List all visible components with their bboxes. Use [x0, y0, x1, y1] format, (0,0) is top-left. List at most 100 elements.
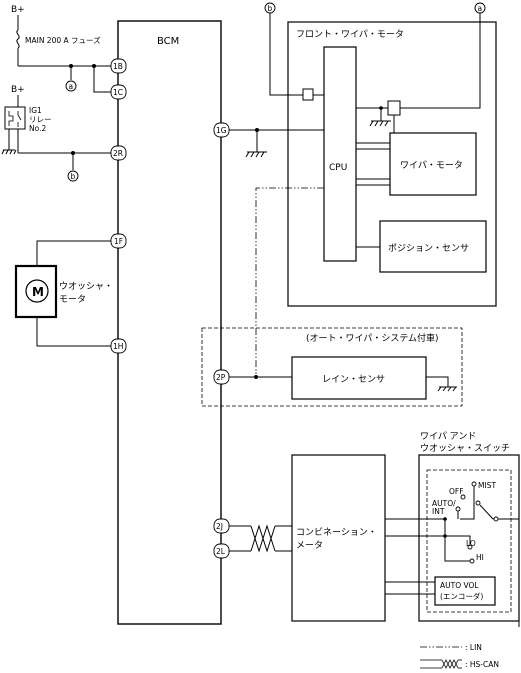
- svg-text:2P: 2P: [216, 373, 226, 382]
- contact-auto-int: [455, 506, 461, 512]
- auto-vol-encoder-box: [434, 576, 496, 606]
- ground-icon: [369, 120, 391, 127]
- contact-off: [460, 494, 466, 500]
- switch-off-label: OFF: [449, 487, 464, 496]
- switch-internal-wire: [427, 518, 445, 537]
- main-fuse-label: MAIN 200 A フューズ: [25, 35, 101, 45]
- auto-vol-label-1: AUTO VOL: [440, 581, 479, 590]
- switch-internal-wire: [460, 486, 475, 520]
- ig1-relay-symbol: [4, 106, 26, 130]
- relay-coil: [8, 111, 14, 126]
- relay-label-1: IG1: [29, 106, 42, 115]
- connector-b-left: [67, 170, 79, 182]
- wiper-motor-label: ワイパ・モータ: [400, 160, 463, 171]
- switch-internal-wire: [444, 536, 470, 562]
- wire-1h: [36, 317, 111, 347]
- ground-icon: [437, 386, 457, 392]
- wire-1c: [93, 66, 111, 93]
- relay-contact: [17, 111, 22, 127]
- contact-mist: [471, 481, 477, 487]
- pin-2l: 2L: [213, 543, 230, 559]
- lin-bus-line: [255, 187, 324, 377]
- contact-hi: [469, 558, 475, 564]
- relay-label-3: No.2: [29, 124, 46, 133]
- combination-meter-box: [291, 454, 386, 622]
- bcm-box: [117, 20, 222, 625]
- junction-dot: [254, 375, 258, 379]
- meter-label-2: メータ: [296, 540, 323, 551]
- contact-lo: [467, 544, 473, 550]
- pin-2j: 2J: [213, 518, 230, 534]
- wire-1f: [36, 240, 111, 266]
- switch-lo-label: LO: [466, 539, 476, 548]
- switch-title-2: ウオッシャ・スイッチ: [420, 443, 510, 454]
- ground-icon: [1, 149, 17, 155]
- svg-text:1F: 1F: [114, 237, 123, 246]
- pin-1f: 1F: [110, 233, 127, 249]
- switch-auto-label-2: INT: [432, 507, 445, 516]
- switch-inner-box: [426, 469, 512, 613]
- wire-b-to-cpu: [269, 13, 303, 96]
- legend-hscan-label: : HS-CAN: [465, 660, 499, 669]
- hs-can-twisted-pair: [229, 524, 292, 553]
- terminal-a: [387, 100, 401, 116]
- connector-b-right-label: b: [268, 4, 273, 13]
- legend-hscan-symbol: [420, 659, 462, 669]
- connector-a-left-label: a: [69, 82, 74, 91]
- svg-text:1C: 1C: [113, 88, 123, 97]
- switch-output-wire: [511, 518, 520, 627]
- pin-1b: 1B: [110, 58, 127, 74]
- connector-a-right-label: a: [478, 4, 483, 13]
- switch-contact-arm: [479, 504, 494, 520]
- svg-text:1G: 1G: [216, 126, 227, 135]
- pin-1g: 1G: [213, 122, 230, 138]
- rain-sensor-label: レイン・センサ: [322, 374, 385, 385]
- switch-internal-wire: [445, 535, 471, 544]
- position-sensor-label: ポジション・センサ: [388, 243, 469, 254]
- pin-1c: 1C: [110, 84, 127, 100]
- contact-common: [475, 500, 481, 506]
- svg-text:2J: 2J: [216, 522, 223, 531]
- bplus-top-label: B+: [11, 5, 25, 15]
- contact-arm-pivot: [493, 516, 499, 522]
- svg-text:1B: 1B: [113, 62, 123, 71]
- legend-lin-label: : LIN: [465, 643, 482, 652]
- junction-dot: [69, 64, 73, 68]
- pin-1h: 1H: [110, 338, 127, 354]
- auto-wiper-option-box: [201, 327, 463, 407]
- front-wiper-title: フロント・ワイパ・モータ: [296, 29, 404, 40]
- ground-icon: [245, 151, 267, 158]
- rain-sensor-ground-wire: [426, 376, 449, 387]
- switch-title-1: ワイパ アンド: [420, 431, 476, 442]
- junction-dot: [443, 517, 447, 521]
- connector-b-left-label: b: [71, 172, 76, 181]
- cpu-label: CPU: [329, 163, 347, 173]
- auto-wiper-note: (オート・ワイパ・システム付車): [306, 332, 439, 344]
- rain-sensor-box: [291, 356, 427, 400]
- terminal-b: [302, 88, 314, 101]
- cpu-box: [323, 46, 357, 262]
- washer-motor-label-1: ウオッシャ・: [59, 281, 113, 292]
- motor-symbol: M: [32, 285, 44, 299]
- switch-auto-label-1: AUTO/: [432, 499, 456, 508]
- auto-vol-label-2: (エンコーダ): [440, 591, 483, 601]
- switch-hi-label: HI: [476, 553, 484, 562]
- pin-2p: 2P: [213, 369, 230, 385]
- wiper-motor-box: [389, 132, 477, 196]
- relay-label-2: リレー: [29, 115, 52, 124]
- svg-text:2R: 2R: [113, 149, 123, 158]
- main-fuse-symbol: [16, 29, 20, 49]
- switch-mist-label: MIST: [478, 481, 496, 490]
- connector-a-left: [65, 80, 77, 92]
- bcm-title: BCM: [157, 36, 179, 47]
- motor-icon: [25, 279, 49, 303]
- svg-text:1H: 1H: [113, 342, 123, 351]
- meter-label-1: コンビネーション・: [296, 527, 377, 538]
- washer-motor-label-2: モータ: [59, 294, 86, 305]
- pin-2r: 2R: [110, 145, 127, 161]
- wire-a-to-cpu: [400, 13, 481, 109]
- svg-text:2L: 2L: [216, 547, 226, 556]
- bplus-mid-label: B+: [11, 85, 25, 95]
- position-sensor-box: [379, 220, 487, 273]
